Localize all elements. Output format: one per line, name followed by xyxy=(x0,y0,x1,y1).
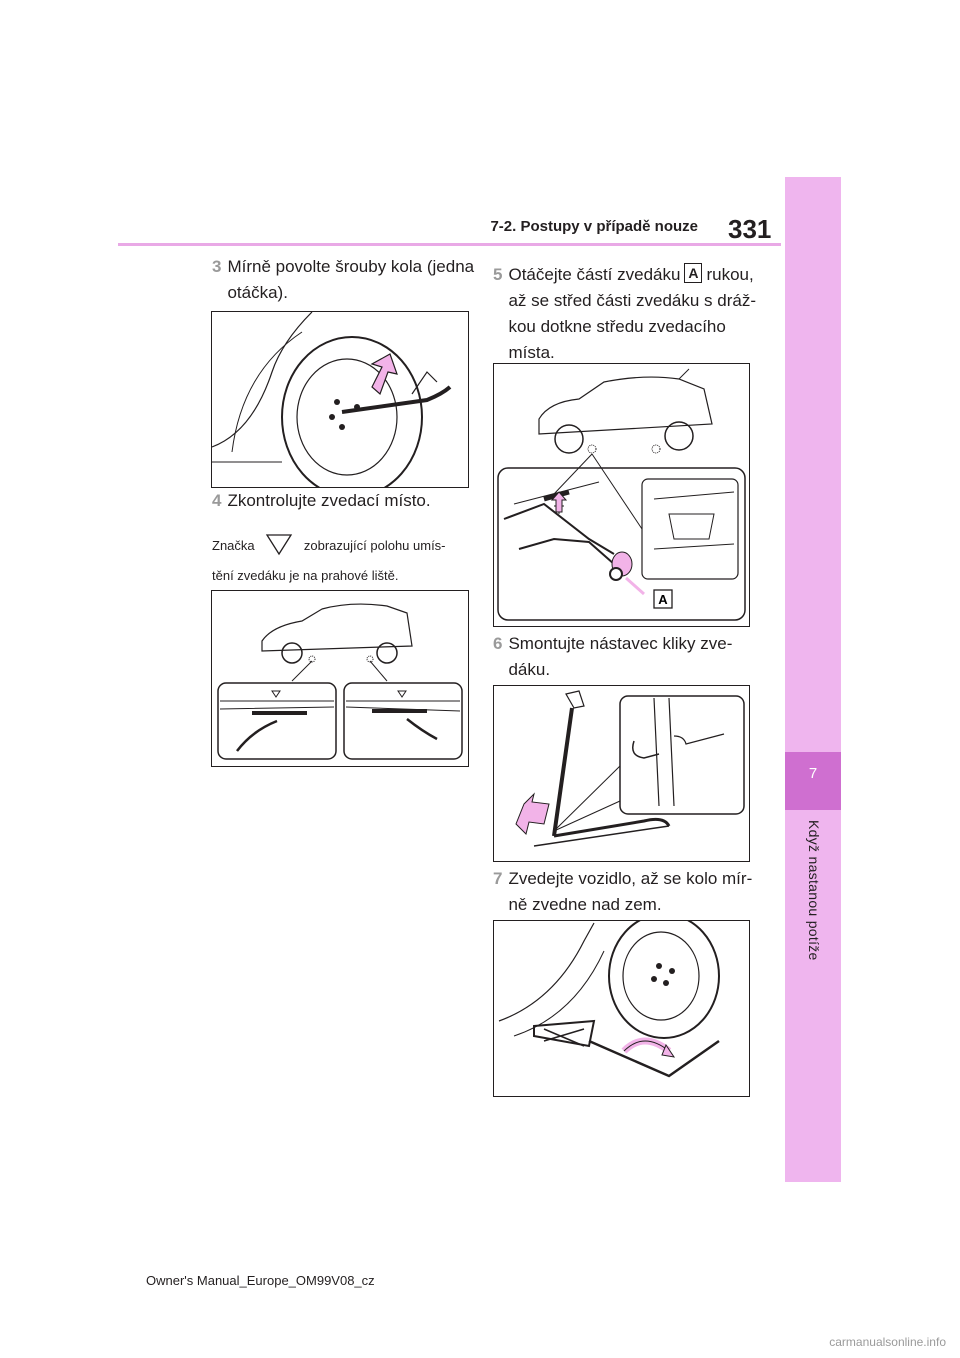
figure-raise-vehicle xyxy=(493,920,750,1097)
step-number: 4 xyxy=(212,491,222,510)
footer-manual-id: Owner's Manual_Europe_OM99V08_cz xyxy=(146,1273,375,1288)
step-text-line: otáčka). xyxy=(227,283,288,302)
jack-point-note: Značka zobrazující polohu umís- tění zve… xyxy=(212,531,446,591)
jack-mark-triangle-icon xyxy=(266,534,293,556)
label-a-figure: A xyxy=(658,592,668,607)
section-title: 7-2. Postupy v případě nouze xyxy=(490,218,698,235)
figure-loosen-wheel-nuts xyxy=(211,311,469,488)
step-text-line: Zvedejte vozidlo, až se kolo mír- xyxy=(508,869,753,888)
figure-assemble-jack-handle xyxy=(493,685,750,862)
step-6: 6 Smontujte nástavec kliky zve-dáku. xyxy=(493,631,732,683)
page-number: 331 xyxy=(728,214,772,244)
chapter-number-tab xyxy=(785,752,841,810)
figure-jack-points xyxy=(211,590,469,767)
jack-handle-illustration xyxy=(515,690,745,847)
step-text-line: ně zvedne nad zem. xyxy=(508,895,662,914)
note-text: zobrazující polohu umís- xyxy=(303,538,446,553)
step-4: 4 Zkontrolujte zvedací místo. xyxy=(212,488,431,514)
step-text-line: místa. xyxy=(508,343,555,362)
chapter-number: 7 xyxy=(808,765,818,782)
step-number: 3 xyxy=(212,257,222,276)
step-text-line: rukou, xyxy=(706,265,754,284)
note-text: Značka xyxy=(212,538,255,553)
watermark: carmanualsonline.info xyxy=(829,1335,946,1349)
step-number: 7 xyxy=(493,869,503,888)
step-text-line: kou dotkne středu zvedacího xyxy=(508,317,726,336)
raise-vehicle-illustration xyxy=(498,921,720,1078)
step-number: 5 xyxy=(493,265,503,284)
chapter-side-tab xyxy=(785,177,841,1182)
note-text: tění zvedáku je na prahové liště. xyxy=(212,568,399,583)
step-text-line: Zkontrolujte zvedací místo. xyxy=(227,491,431,510)
label-a-badge: A xyxy=(684,263,703,283)
step-3: 3 Mírně povolte šrouby kola (jedna otáčka)… xyxy=(212,254,474,306)
jack-turning-illustration: A xyxy=(497,368,746,621)
step-text-line: dáku. xyxy=(508,660,551,679)
step-text-line: až se střed části zvedáku s dráž- xyxy=(508,291,757,310)
step-7: 7 Zvedejte vozidlo, až se kolo mír-ně zve… xyxy=(493,866,752,918)
header-rule xyxy=(118,243,781,246)
step-text-line: Mírně povolte šrouby kola (jedna xyxy=(227,257,475,276)
step-text-line: Smontujte nástavec kliky zve- xyxy=(508,634,733,653)
step-number: 6 xyxy=(493,634,503,653)
wheel-wrench-illustration xyxy=(212,312,452,487)
figure-turn-jack: A xyxy=(493,363,750,627)
car-jack-points-illustration xyxy=(217,603,463,760)
step-text-line: Otáčejte částí zvedáku xyxy=(508,265,681,284)
chapter-title: Když nastanou potíže xyxy=(806,820,822,961)
